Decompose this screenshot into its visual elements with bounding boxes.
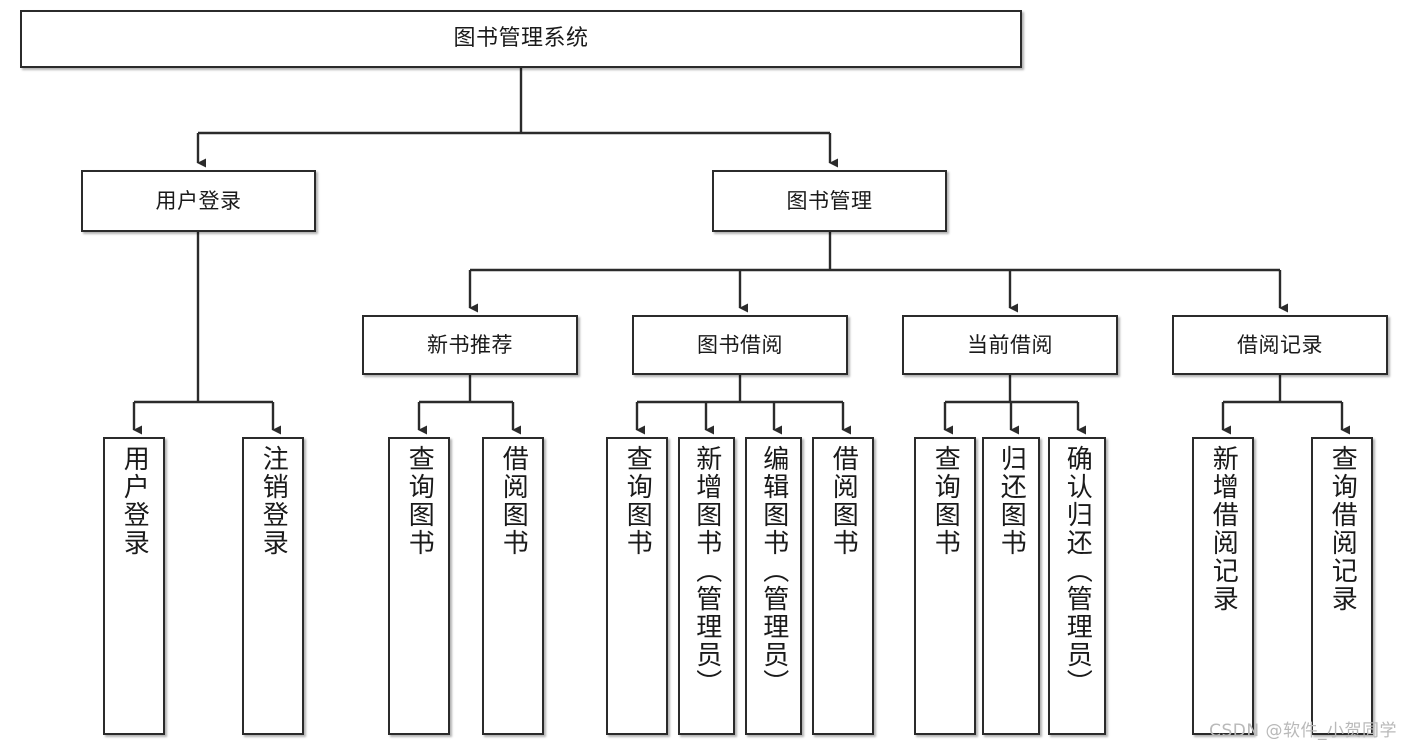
node-borrow-record[interactable]: 借阅记录 [1172,315,1388,375]
leaf-cb-query-book-label: 查询图书 [930,445,961,557]
leaf-cb-return-book-label: 归还图书 [996,445,1027,557]
node-root[interactable]: 图书管理系统 [20,10,1022,68]
leaf-bb-add-book[interactable]: 新增图书（管理员） [678,437,735,735]
leaf-logout[interactable]: 注销登录 [242,437,304,735]
leaf-br-add-record-label: 新增借阅记录 [1208,445,1239,613]
leaf-nb-query-book[interactable]: 查询图书 [388,437,450,735]
leaf-br-add-record[interactable]: 新增借阅记录 [1192,437,1254,735]
node-root-label: 图书管理系统 [453,26,589,52]
node-user-login[interactable]: 用户登录 [81,170,316,232]
leaf-bb-borrow-book[interactable]: 借阅图书 [812,437,874,735]
node-book-borrow-label: 图书借阅 [697,332,783,357]
leaf-br-query-record[interactable]: 查询借阅记录 [1311,437,1373,735]
leaf-logout-label: 注销登录 [258,445,289,557]
node-book-manage-label: 图书管理 [786,188,873,213]
node-new-book-recommend[interactable]: 新书推荐 [362,315,578,375]
node-current-borrow[interactable]: 当前借阅 [902,315,1118,375]
leaf-nb-query-book-label: 查询图书 [404,445,435,557]
leaf-cb-return-book[interactable]: 归还图书 [982,437,1040,735]
node-user-login-label: 用户登录 [155,188,242,213]
leaf-nb-borrow-book-label: 借阅图书 [498,445,529,557]
node-book-borrow[interactable]: 图书借阅 [632,315,848,375]
node-book-manage[interactable]: 图书管理 [712,170,947,232]
node-current-borrow-label: 当前借阅 [967,332,1053,357]
leaf-bb-add-book-label: 新增图书（管理员） [691,445,722,697]
leaf-bb-edit-book-label: 编辑图书（管理员） [758,445,789,697]
leaf-user-login[interactable]: 用户登录 [103,437,165,735]
leaf-cb-confirm-return-label: 确认归还（管理员） [1062,445,1093,697]
leaf-bb-query-book[interactable]: 查询图书 [606,437,668,735]
watermark: CSDN @软件_小贺同学 [1209,721,1397,741]
leaf-bb-borrow-book-label: 借阅图书 [828,445,859,557]
node-new-book-recommend-label: 新书推荐 [427,332,513,357]
leaf-bb-edit-book[interactable]: 编辑图书（管理员） [745,437,802,735]
node-borrow-record-label: 借阅记录 [1237,332,1323,357]
leaf-bb-query-book-label: 查询图书 [622,445,653,557]
leaf-br-query-record-label: 查询借阅记录 [1327,445,1358,613]
leaf-user-login-label: 用户登录 [119,445,150,557]
leaf-cb-query-book[interactable]: 查询图书 [914,437,976,735]
leaf-cb-confirm-return[interactable]: 确认归还（管理员） [1048,437,1106,735]
leaf-nb-borrow-book[interactable]: 借阅图书 [482,437,544,735]
